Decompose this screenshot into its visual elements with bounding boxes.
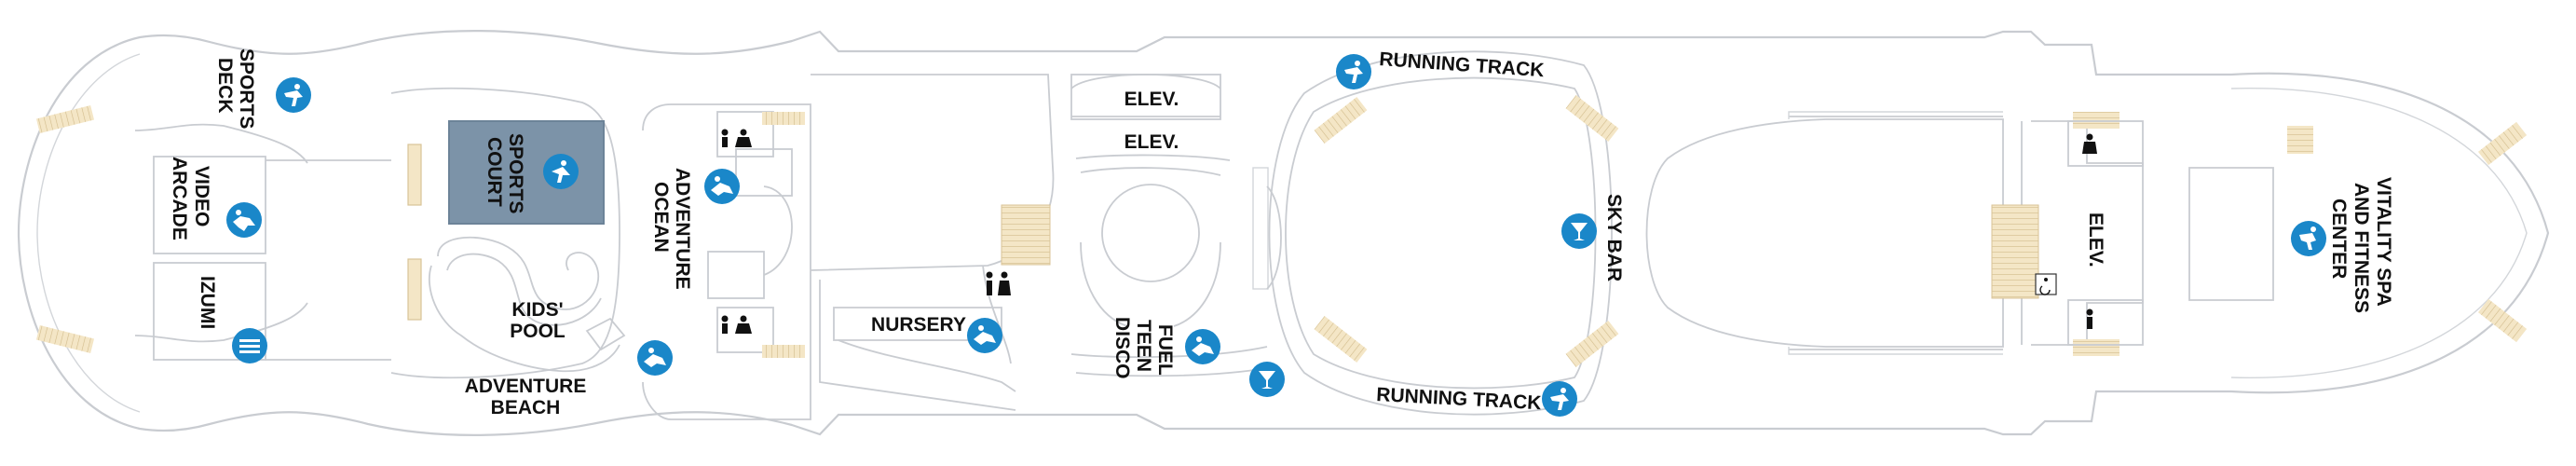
nursery-icon [967,318,1002,353]
label-elev-mid: ELEV. [1124,131,1179,153]
svg-text:CENTER: CENTER [2328,199,2350,279]
fitness-icon [2291,221,2326,256]
svg-text:COURT: COURT [484,137,505,207]
dining-icon [232,328,267,363]
label-sports-court: SPORTS COURT [484,133,526,213]
restroom-icon [721,129,752,147]
label-sky-bar: SKY BAR [1603,194,1625,281]
label-elev-top: ELEV. [1124,89,1179,110]
restroom-icon-2 [721,315,752,334]
ship-hull [17,30,2550,436]
svg-text:VITALITY SPA: VITALITY SPA [2373,177,2394,307]
kids-pool [428,236,626,373]
aft-deck [1645,111,2528,356]
running-track [1268,50,1619,416]
svg-text:DECK: DECK [214,58,236,114]
label-elev-aft: ELEV. [2085,212,2106,267]
label-video-arcade: VIDEO ARCADE [169,157,212,240]
restroom-icon-3 [986,271,1011,295]
label-fuel-teen-disco: FUEL TEEN DISCO [1111,317,1176,379]
stairs-fwd-corner-bottom [35,324,95,354]
running-icon [1336,54,1371,89]
label-adventure-ocean: ADVENTURE OCEAN [650,168,693,290]
svg-text:TEEN: TEEN [1133,320,1154,372]
svg-text:SPORTS: SPORTS [236,48,257,129]
label-adventure-beach: ADVENTURE BEACH [465,376,587,418]
svg-text:KIDS': KIDS' [511,299,563,321]
stairs-fwd-corner-top [35,104,95,134]
svg-text:ADVENTURE: ADVENTURE [672,168,693,290]
bar-icon [1561,213,1597,249]
svg-text:OCEAN: OCEAN [650,182,672,253]
svg-text:AND FITNESS: AND FITNESS [2351,183,2372,313]
label-sports-deck: SPORTS DECK [214,48,257,129]
restroom-icon-5 [2086,308,2093,329]
svg-text:VIDEO: VIDEO [191,166,212,226]
kids-pool-icon [637,340,673,376]
kids-icon [704,169,740,204]
sports-court-icon [543,154,579,189]
svg-text:DISCO: DISCO [1111,317,1133,379]
midship-area [642,74,1282,420]
svg-text:ADVENTURE: ADVENTURE [465,376,587,397]
svg-text:SPORTS: SPORTS [505,133,526,213]
label-kids-pool: KIDS' POOL [510,299,566,342]
disco-icon [1185,329,1220,364]
svg-text:FUEL: FUEL [1154,324,1176,376]
svg-text:IZUMI: IZUMI [197,276,218,329]
label-nursery: NURSERY [871,314,966,336]
disco-bar-icon [1249,362,1285,397]
label-vitality: VITALITY SPA AND FITNESS CENTER [2328,177,2394,313]
arcade-icon [226,202,262,238]
accessible-icon [2035,273,2057,295]
running-icon-bottom [1542,381,1577,417]
svg-text:POOL: POOL [510,321,566,342]
svg-text:ARCADE: ARCADE [169,157,190,240]
stairs-fwd-2 [407,258,422,321]
label-izumi: IZUMI [197,276,218,329]
stairs-fwd-1 [407,144,422,206]
restroom-icon-4 [2082,133,2097,154]
sports-icon [276,77,311,113]
svg-text:BEACH: BEACH [491,397,561,418]
